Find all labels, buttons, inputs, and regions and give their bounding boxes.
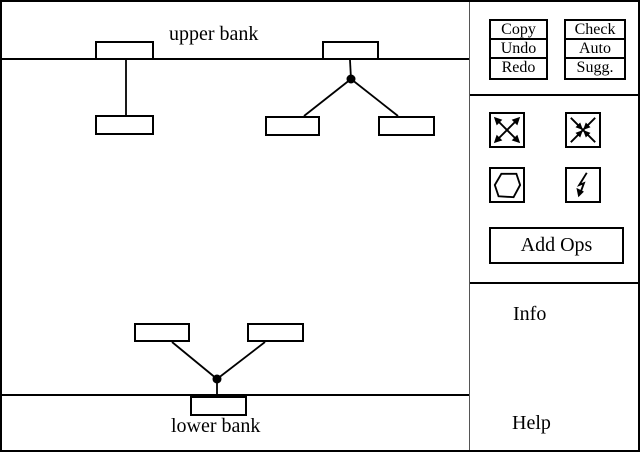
schematic-canvas: upper bank lower bank bbox=[2, 2, 469, 450]
junction-dot[interactable] bbox=[212, 374, 222, 384]
diagram-node[interactable] bbox=[378, 116, 435, 136]
edit-button-stack: Copy Undo Redo bbox=[489, 19, 548, 80]
diagram-node[interactable] bbox=[95, 115, 154, 135]
lower-bank-label: lower bank bbox=[171, 415, 261, 437]
diagram-node[interactable] bbox=[95, 41, 154, 60]
diagram-node[interactable] bbox=[134, 323, 190, 342]
diagram-node[interactable] bbox=[247, 323, 304, 342]
sidebar-divider-2 bbox=[470, 282, 638, 284]
check-button[interactable]: Check bbox=[566, 21, 624, 40]
help-label[interactable]: Help bbox=[512, 412, 551, 434]
wire bbox=[216, 341, 266, 380]
diagram-node[interactable] bbox=[322, 41, 379, 60]
lightning-icon bbox=[576, 172, 588, 198]
wire-layer bbox=[125, 59, 399, 397]
wire bbox=[350, 78, 399, 117]
diagram-node[interactable] bbox=[265, 116, 320, 136]
info-label: Info bbox=[513, 303, 547, 325]
upper-bank-label: upper bank bbox=[169, 23, 259, 45]
lower-bank-line bbox=[2, 394, 638, 396]
expand-arrows-icon bbox=[493, 116, 521, 144]
wire bbox=[171, 341, 218, 380]
collapse-arrows-icon bbox=[570, 117, 596, 143]
add-ops-button[interactable]: Add Ops bbox=[489, 227, 624, 264]
diagram-node[interactable] bbox=[190, 396, 247, 416]
node-layer bbox=[2, 2, 469, 450]
lightning-button[interactable] bbox=[565, 167, 601, 203]
undo-button[interactable]: Undo bbox=[491, 40, 546, 59]
hexagon-button[interactable] bbox=[489, 167, 525, 203]
auto-button[interactable]: Auto bbox=[566, 40, 624, 59]
check-button-stack: Check Auto Sugg. bbox=[564, 19, 626, 80]
hexagon-icon bbox=[493, 172, 522, 199]
redo-button[interactable]: Redo bbox=[501, 59, 536, 76]
upper-bank-line bbox=[2, 58, 469, 60]
sidebar: Copy Undo Redo Check Auto Sugg. bbox=[469, 2, 638, 450]
suggest-button[interactable]: Sugg. bbox=[576, 59, 614, 76]
collapse-arrows-button[interactable] bbox=[565, 112, 601, 148]
junction-dot[interactable] bbox=[346, 74, 356, 84]
sidebar-divider-1 bbox=[470, 94, 638, 96]
expand-arrows-button[interactable] bbox=[489, 112, 525, 148]
wire bbox=[303, 78, 352, 117]
copy-button[interactable]: Copy bbox=[491, 21, 546, 40]
